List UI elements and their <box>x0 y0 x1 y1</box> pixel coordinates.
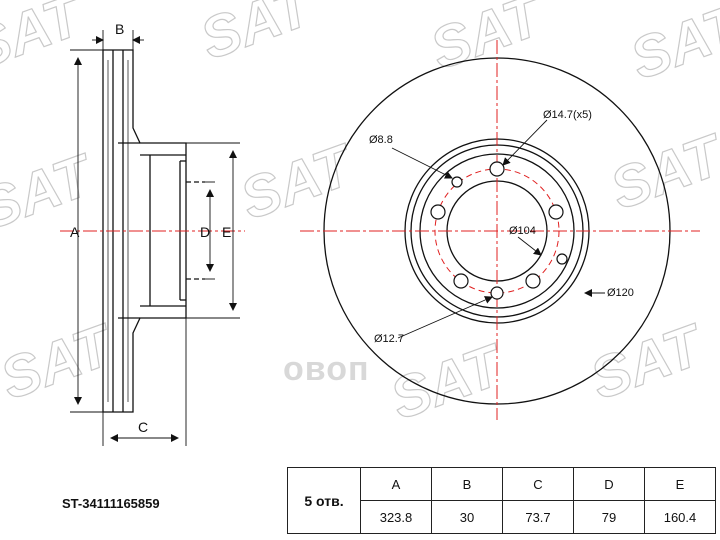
bolt-hole <box>525 273 541 289</box>
label-d: D <box>200 224 210 240</box>
dimension-d <box>205 181 215 280</box>
bolt-hole-label: Ø14.7(x5) <box>543 109 592 121</box>
leaders <box>391 119 605 339</box>
watermark: SAT <box>0 0 94 82</box>
small-holes <box>451 176 568 265</box>
spec-value-e: 160.4 <box>644 500 716 534</box>
dimension-c <box>102 318 187 446</box>
bolt-hole <box>453 273 469 289</box>
watermark: SAT <box>382 331 513 432</box>
spec-value-b: 30 <box>431 500 503 534</box>
watermark: SAT <box>422 0 553 82</box>
spec-header-d: D <box>573 467 645 501</box>
spec-header-row: 5 отв. A B C D E <box>287 467 716 534</box>
spec-value-row: 323.8 30 73.7 79 160.4 <box>288 500 716 534</box>
watermark: SAT <box>582 311 713 412</box>
pin-hole <box>490 286 504 300</box>
watermark: SAT <box>232 131 363 232</box>
dimension-a <box>70 49 103 413</box>
bolt-hole <box>430 204 446 220</box>
watermark: SAT <box>0 141 104 242</box>
spec-value-c: 73.7 <box>502 500 574 534</box>
watermark: SAT <box>192 0 323 72</box>
brand-watermark: овоп <box>283 350 370 388</box>
watermark: SAT <box>0 311 124 412</box>
pcd-label: Ø120 <box>607 287 634 299</box>
small-hole <box>556 253 568 265</box>
spec-value-a: 323.8 <box>360 500 432 534</box>
spec-header-a: A <box>360 467 432 501</box>
spec-table: 5 отв. A B C D E 323.8 30 73.7 79 160.4 <box>287 467 716 534</box>
small-hole-label: Ø8.8 <box>369 134 393 146</box>
spec-header-c: C <box>502 467 574 501</box>
part-number: ST-34111165859 <box>62 496 160 511</box>
pin-label: Ø12.7 <box>374 333 404 345</box>
spec-value-d: 79 <box>573 500 645 534</box>
hub-label: Ø104 <box>509 225 536 237</box>
spec-header-e: E <box>644 467 716 501</box>
watermark: SAT <box>602 121 720 222</box>
dimension-b <box>92 30 144 50</box>
bolt-hole <box>548 204 564 220</box>
label-c: C <box>138 419 148 435</box>
bolt-hole <box>489 161 505 177</box>
spec-header-b: B <box>431 467 503 501</box>
watermark: SAT <box>622 0 720 92</box>
label-e: E <box>222 224 231 240</box>
holes-count: 5 отв. <box>287 467 361 534</box>
label-a: A <box>70 224 80 240</box>
bolt-holes <box>430 161 564 289</box>
label-b: B <box>115 21 124 37</box>
dimension-e <box>186 142 240 319</box>
small-hole <box>451 176 463 188</box>
